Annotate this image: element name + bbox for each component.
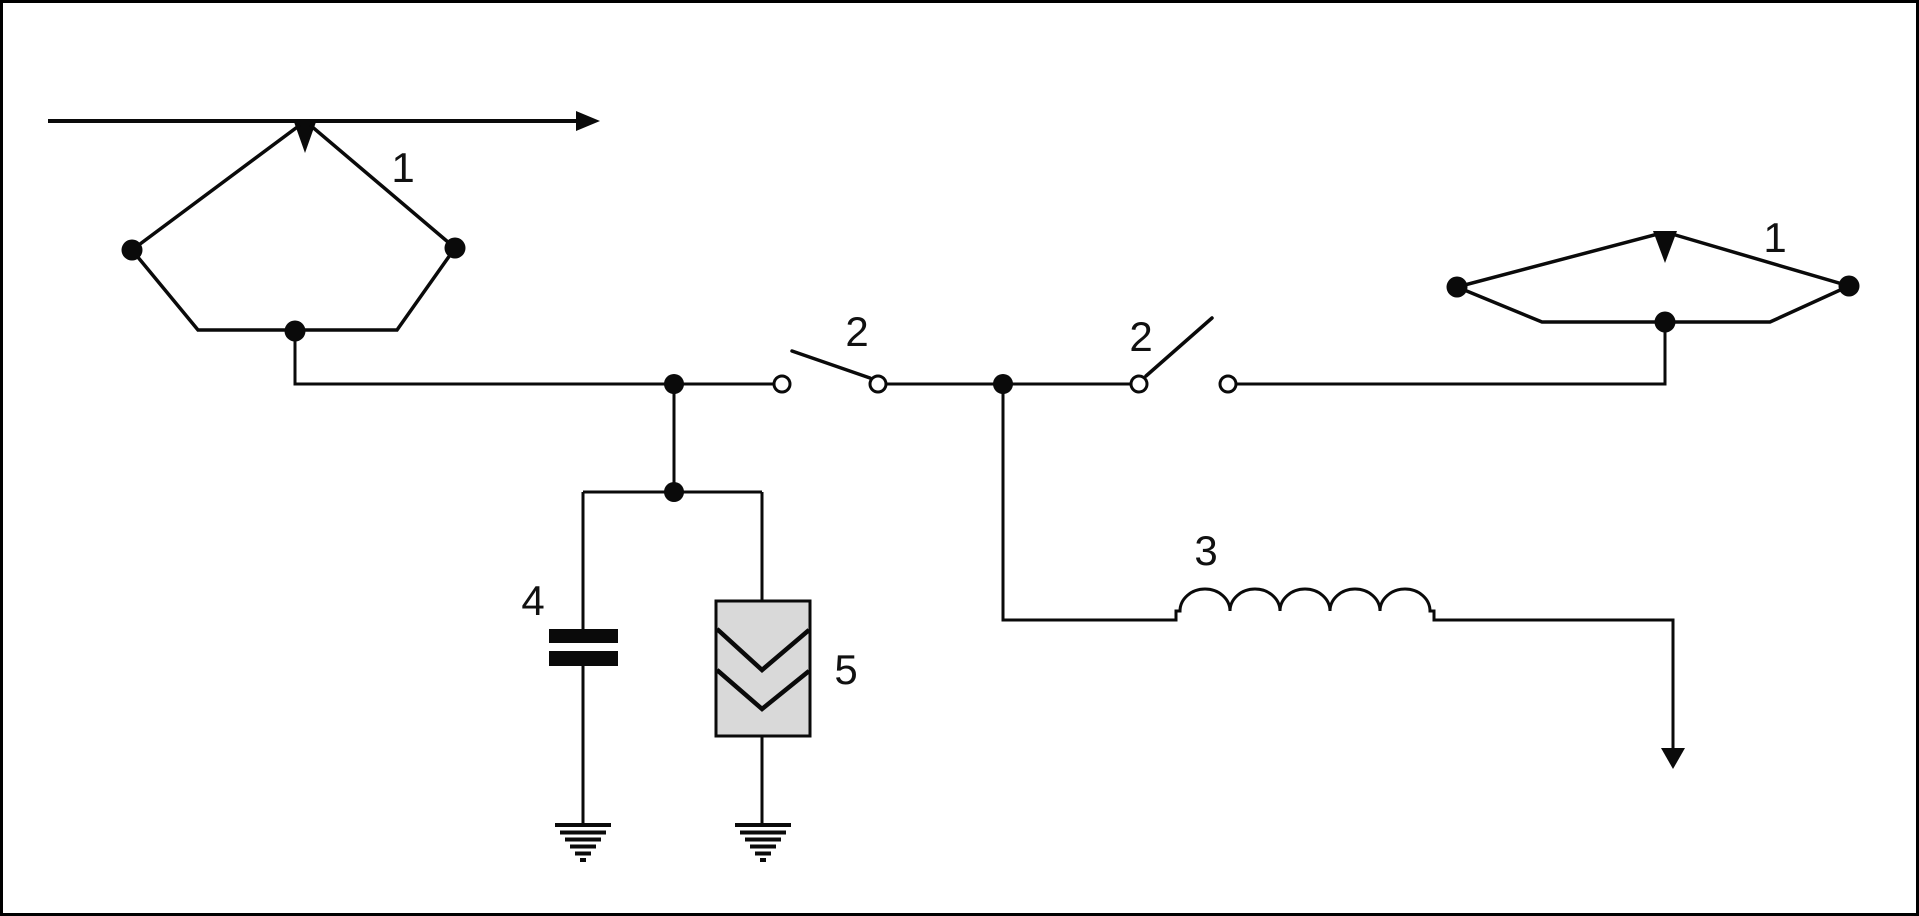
switch-terminal (868, 374, 888, 394)
catenary-line (48, 111, 600, 131)
bus-wire-right (1236, 322, 1667, 386)
switch-terminal (1129, 374, 1149, 394)
joint-dot (1654, 311, 1676, 333)
ground-right-icon (735, 823, 791, 862)
joint-dot (1838, 275, 1860, 297)
junction-dot-shunt (664, 482, 684, 502)
disconnector-right-label: 2 (1129, 313, 1152, 360)
switch-blade (1144, 316, 1214, 378)
ground-left-icon (555, 823, 611, 862)
pantograph-right-label: 1 (1763, 214, 1786, 261)
contact-shoe-icon (294, 122, 316, 153)
bus-wire-left (293, 331, 774, 386)
arrester-chevron-icon (715, 668, 811, 712)
pantograph-right: 1 (1446, 214, 1860, 333)
output-arrowhead-icon (1661, 748, 1685, 769)
inductor-wire (1001, 384, 1675, 750)
inductor-branch: 3 (1001, 384, 1685, 769)
pantograph-arms (1451, 232, 1854, 324)
switch-blade (790, 349, 872, 380)
switch-terminal (1218, 374, 1238, 394)
joint-dot (444, 237, 466, 259)
arrester-chevron-icon (715, 627, 811, 673)
capacitor-label: 4 (521, 577, 544, 624)
switch-terminal (772, 374, 792, 394)
contact-shoe-icon (1653, 231, 1677, 263)
catenary-arrowhead-icon (576, 111, 600, 131)
capacitor-plate (549, 651, 618, 666)
disconnector-right: 2 (1129, 313, 1238, 394)
disconnector-left: 2 (772, 308, 888, 394)
surge-arrester: 5 (714, 599, 858, 738)
capacitor-plate (549, 629, 618, 643)
inductor-label: 3 (1194, 527, 1217, 574)
joint-dot (121, 239, 143, 261)
surge-arrester-label: 5 (834, 646, 857, 693)
joint-dot (1446, 276, 1468, 298)
capacitor: 4 (521, 577, 618, 666)
pantograph-left: 1 (121, 122, 466, 342)
disconnector-left-label: 2 (845, 308, 868, 355)
pantograph-left-label: 1 (391, 144, 414, 191)
